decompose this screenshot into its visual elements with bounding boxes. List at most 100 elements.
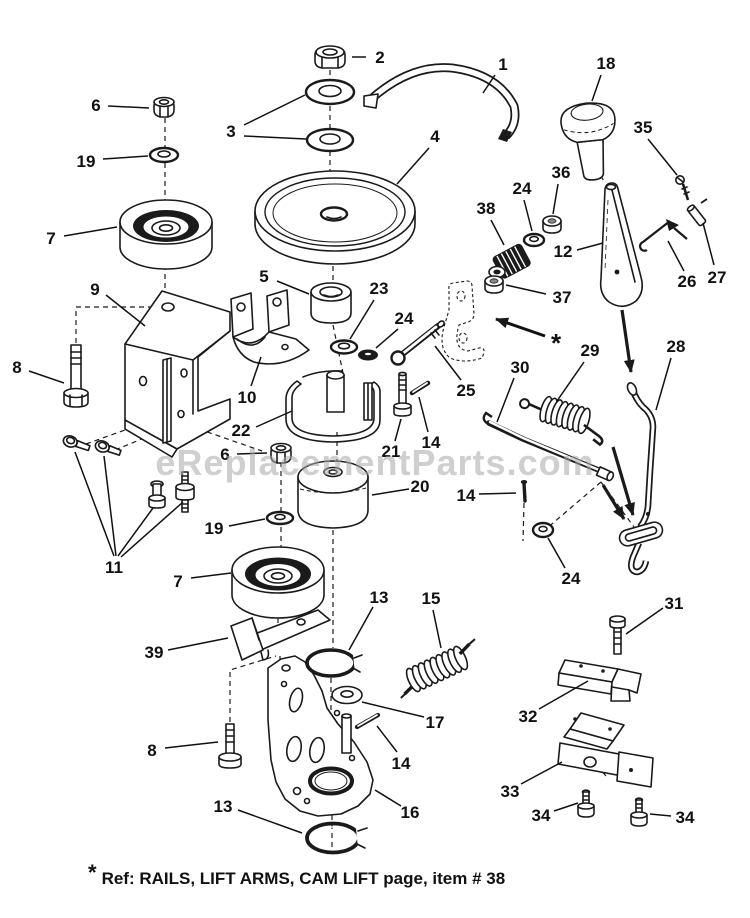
part-38-ribbed-bushing [488,243,531,279]
leader-line-8 [28,370,65,384]
leader-line-14 [418,396,429,433]
callout-37: 37 [553,288,572,307]
callout-6: 6 [91,96,100,115]
leader-line-28 [655,357,672,411]
part-18-knob [560,102,616,181]
part-13-retaining-ring [305,648,370,678]
part-4-flat-pulley [254,170,416,265]
callout-22: 22 [232,421,251,440]
callout-11: 11 [105,558,123,577]
leader-line-22 [255,410,293,428]
leader-line-25 [434,345,462,381]
footer-note: *Ref: RAILS, LIFT ARMS, CAM LIFT page, i… [88,860,505,889]
part-15-extension-spring [400,638,476,699]
leader-line-7 [63,226,118,237]
parts-layer [62,45,708,855]
part-37-flange-nut [484,275,504,294]
part-13-retaining-ring-2 [305,821,374,855]
leader-line-4 [396,147,430,185]
part-17-flat-washer [331,685,363,705]
callout-38: 38 [477,199,496,218]
leader-line-33 [520,761,563,785]
part-6-lock-nut [153,96,175,118]
part-20-brake-drum [297,460,369,529]
assembly-arrows [601,309,635,520]
part-8-carriage-bolt [63,344,89,408]
callout-19: 19 [205,519,224,538]
part-3-washers [304,78,356,153]
footnote-text: Ref: RAILS, LIFT ARMS, CAM LIFT page, it… [101,869,506,888]
part-27-dowel-pin [686,198,708,227]
callout-6: 6 [220,445,229,464]
callout-16: 16 [401,803,420,822]
callout-19: 19 [77,152,96,171]
part-25-link-rod [390,320,445,366]
part-7-idler-pulley [119,199,213,270]
callout-17: 17 [426,713,445,732]
part-11-fasteners [62,434,195,513]
callout-31: 31 [665,594,684,613]
part-33-mount-bracket [557,712,654,788]
leader-line-24 [375,328,399,349]
leader-line-11 [74,451,115,557]
part-39-brake-arm [230,609,331,661]
part-31-hex-bolt [609,615,626,655]
callout-24: 24 [395,309,414,328]
part-14-roll-pin-2 [354,712,381,730]
callout-14: 14 [422,433,441,452]
callout-26: 26 [678,272,697,291]
leader-line-38 [490,219,505,246]
leader-line-34 [553,802,579,812]
callout-34: 34 [676,808,695,827]
part-10-support-bracket [230,289,310,365]
callout-28: 28 [667,337,686,356]
leader-line-5 [276,280,310,295]
leader-line-11 [120,501,184,558]
footnote-asterisk: * [88,860,97,885]
leader-line-35 [647,138,678,176]
leader-line-17 [361,701,425,718]
part-14-clevis-pin [520,480,528,503]
leader-line-26 [667,240,685,272]
part-5-spacer-bushing [310,282,352,324]
leader-line-3 [243,135,307,140]
callout-15: 15 [422,589,441,608]
leader-line-13 [237,809,303,834]
callout-35: 35 [634,118,653,137]
part-19-washer [148,146,180,164]
callout-18: 18 [597,54,616,73]
callout-33: 33 [501,782,520,801]
callout-36: 36 [552,163,571,182]
part-16-lift-bracket [267,655,374,817]
callout-13: 13 [214,797,233,816]
leader-line-21 [394,418,402,442]
callout-*: * [551,328,562,358]
leader-line-19 [228,518,266,527]
leader-line-18 [591,74,602,102]
leader-line-34 [649,813,672,817]
leader-line-39 [167,637,229,651]
leader-line-31 [625,607,664,635]
callout-2: 2 [375,48,384,67]
part-ref-bracket-dashed [441,280,485,362]
leader-line-16 [374,789,402,807]
part-12-cam-lever [599,182,643,308]
callout-13: 13 [370,588,389,607]
callout-23: 23 [370,279,389,298]
part-22-clutch-band [285,370,381,443]
leader-line-6 [107,105,150,109]
callout-12: 12 [554,242,573,261]
leader-line-13 [348,606,374,651]
leader-line-20 [371,488,410,496]
part-23-washer [329,339,359,355]
leader-line-23 [349,299,375,340]
callout-7: 7 [173,572,182,591]
callout-4: 4 [430,127,440,146]
leader-line-36 [552,183,559,215]
part-9-idler-bracket [124,290,231,458]
part-30-bell-crank-rod [482,411,615,482]
leader-line-19 [102,155,149,160]
leader-line-* [495,317,546,338]
